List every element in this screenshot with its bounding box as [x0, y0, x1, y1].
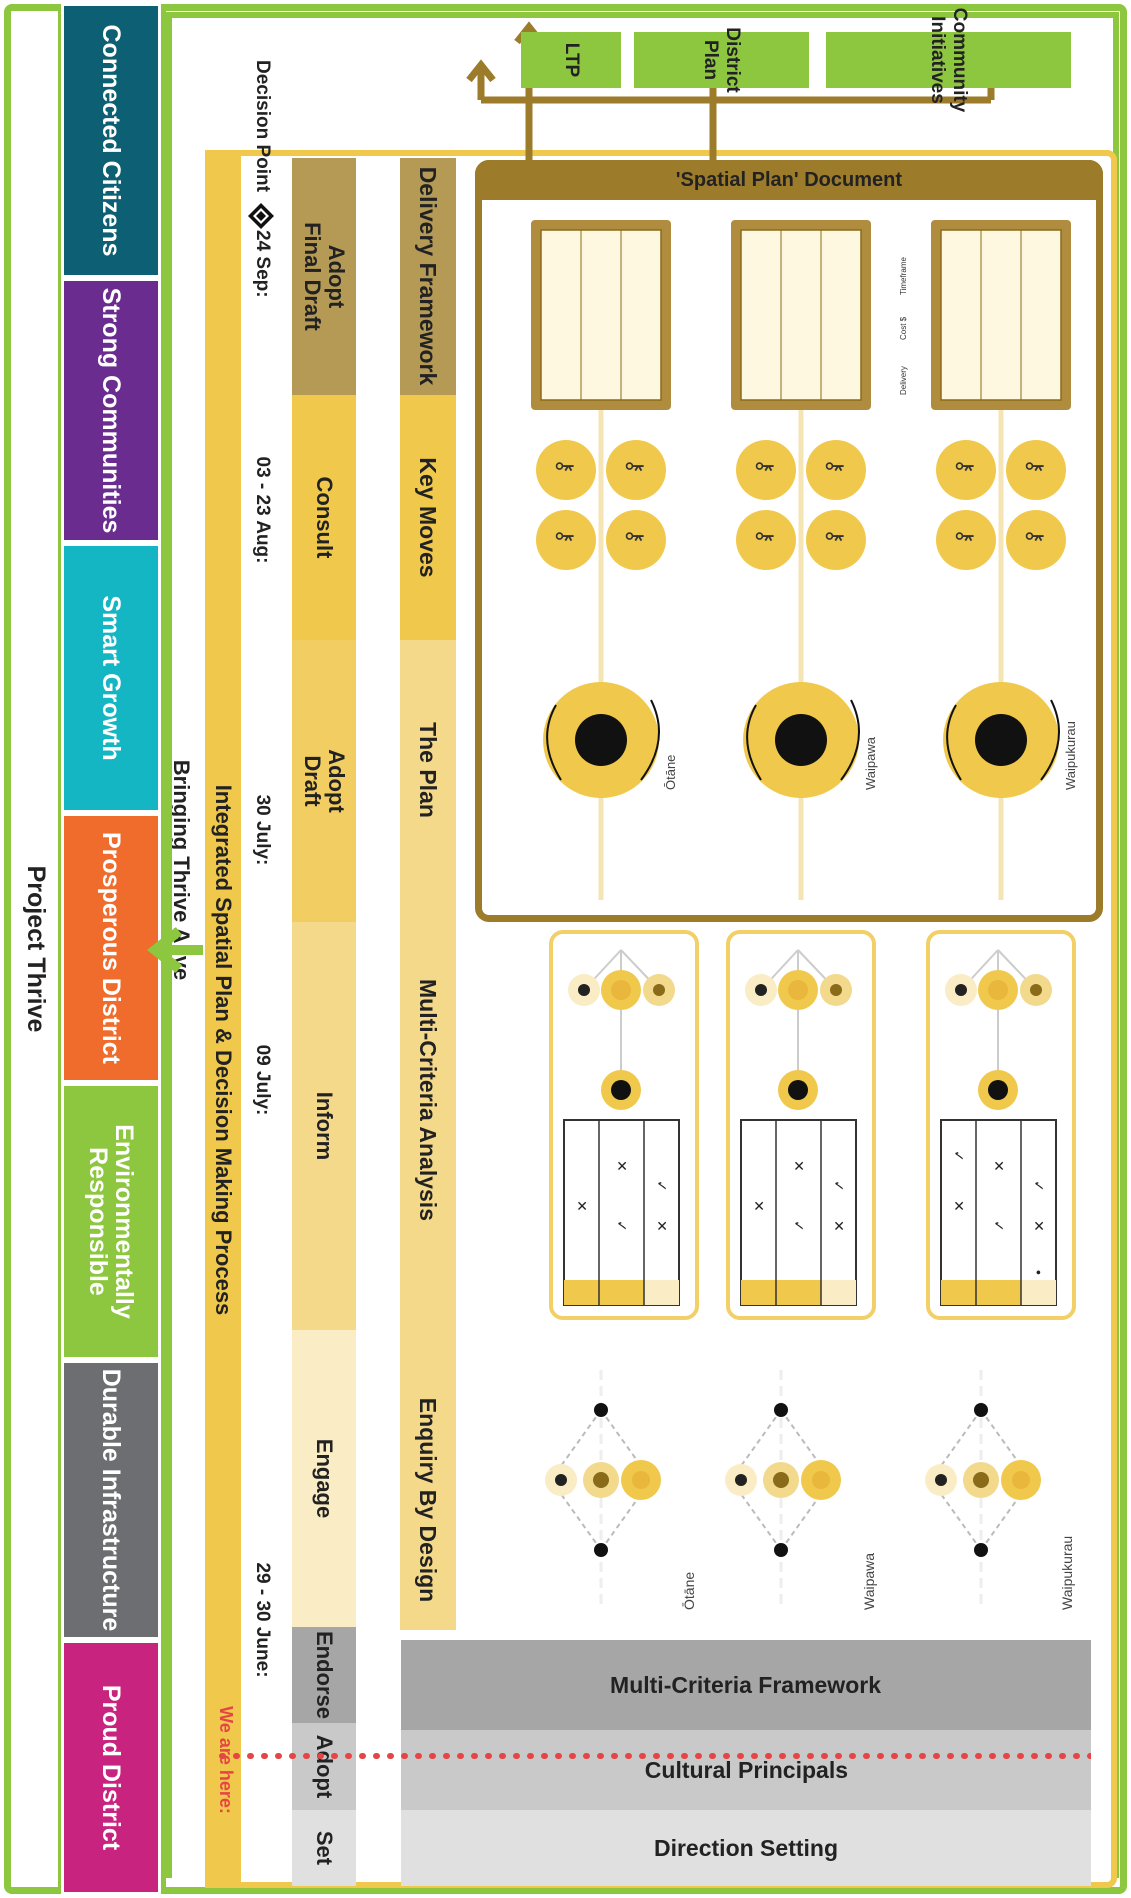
pillar-smart-growth: Smart Growth	[61, 543, 161, 813]
ebd-town-label-otane: Ōtāne	[681, 1571, 697, 1610]
row-label-delivery-framework: Delivery Framework	[415, 166, 442, 386]
svg-text:✓: ✓	[791, 1220, 807, 1232]
date-final: 24 Sep:	[252, 230, 273, 298]
stage-engage: Engage	[292, 1330, 356, 1627]
pillar-durable-infrastructure: Durable Infrastructure	[61, 1360, 161, 1640]
svg-text:⚷: ⚷	[1023, 458, 1048, 474]
delivery-header-timeframe: Timeframe	[899, 257, 908, 295]
row-label-key-moves: Key Moves	[415, 457, 442, 578]
plan-diagrams: ⚷ ⚷ ⚷ ⚷ ⚷ ⚷ ⚷ ⚷	[531, 220, 1071, 900]
multi-criteria-framework-label: Multi-Criteria Framework	[610, 1671, 882, 1698]
svg-text:•: •	[1031, 1270, 1047, 1275]
stage-inform: Inform	[292, 922, 356, 1330]
svg-text:⚷: ⚷	[823, 458, 848, 474]
svg-text:⚷: ⚷	[953, 458, 978, 474]
ebd-town-label-waipawa: Waipawa	[861, 1552, 877, 1610]
svg-text:⚷: ⚷	[953, 528, 978, 544]
svg-text:⚷: ⚷	[623, 458, 648, 474]
ebd-town-label-waipukurau: Waipukurau	[1059, 1535, 1075, 1610]
svg-text:✓: ✓	[1031, 1180, 1047, 1192]
ebd-row-waipawa	[725, 1370, 841, 1610]
plan-town-label-otane: Ōtāne	[663, 754, 678, 790]
decision-point-icon	[248, 203, 274, 229]
stage-consult: Consult	[292, 395, 356, 640]
svg-text:✕: ✕	[751, 1200, 767, 1212]
date-consult: 03 - 23 Aug:	[252, 456, 273, 564]
date-engage: 29 - 30 June:	[252, 1562, 273, 1678]
plan-town-label-waipukurau: Waipukurau	[1063, 721, 1078, 790]
plan-town-label-waipawa: Waipawa	[863, 737, 878, 790]
svg-text:⚷: ⚷	[553, 528, 578, 544]
date-adopt-draft: 30 July:	[252, 794, 273, 866]
stage-endorse: Endorse	[292, 1627, 356, 1723]
row-label-enquiry-by-design: Enquiry By Design	[415, 1397, 442, 1603]
svg-text:⚷: ⚷	[823, 528, 848, 544]
multi-criteria-framework-bar: Multi-Criteria Framework	[401, 1640, 1091, 1730]
ebd-rows	[461, 1330, 1091, 1630]
plan-row-waipawa: ⚷ ⚷ ⚷ ⚷	[731, 220, 871, 900]
svg-text:✓: ✓	[831, 1180, 847, 1192]
svg-text:✕: ✕	[791, 1160, 807, 1172]
pillar-environmentally-responsible: Environmentally Responsible	[61, 1083, 161, 1360]
mca-row-2: ✕ ✓ ✓ ✕ ✕	[740, 949, 857, 1306]
project-title: Project Thrive	[22, 865, 51, 1033]
svg-text:✓: ✓	[654, 1180, 670, 1192]
delivery-header-delivery: Delivery	[899, 366, 908, 395]
pillar-strong-communities: Strong Communities	[61, 278, 161, 543]
direction-setting-label: Direction Setting	[654, 1834, 839, 1861]
delivery-header-cost: Cost $	[899, 316, 908, 340]
svg-text:✕: ✕	[991, 1160, 1007, 1172]
mca-diagrams: • ✕ ✓ ✓ ✕ ✕ ✓ ✕ ✓ ✓ ✕ ✕	[563, 949, 1057, 1306]
pillar-connected-citizens: Connected Citizens	[61, 3, 161, 278]
cultural-principals-bar: Cultural Principals	[401, 1730, 1091, 1810]
svg-text:⚷: ⚷	[753, 528, 778, 544]
date-inform: 09 July:	[252, 1044, 273, 1116]
svg-text:✓: ✓	[951, 1150, 967, 1162]
we-are-here-line	[211, 1753, 1091, 1759]
spatial-plan-header: 'Spatial Plan' Document	[475, 160, 1103, 200]
stage-adopt-draft: Adopt Draft	[292, 640, 356, 922]
svg-text:✕: ✕	[951, 1200, 967, 1212]
svg-text:⚷: ⚷	[623, 528, 648, 544]
stage-adopt: Adopt	[292, 1723, 356, 1810]
direction-setting-bar: Direction Setting	[401, 1810, 1091, 1886]
stage-set: Set	[292, 1810, 356, 1886]
spatial-plan-title: 'Spatial Plan' Document	[675, 168, 903, 191]
svg-text:⚷: ⚷	[553, 458, 578, 474]
ebd-row-waipukurau	[925, 1370, 1041, 1610]
arrow-to-process-icon	[146, 927, 203, 973]
svg-text:✕: ✕	[574, 1200, 590, 1212]
plan-row-waipukurau: ⚷ ⚷ ⚷ ⚷	[931, 220, 1071, 900]
mca-row-3: ✕ ✓ ✓ ✕ ✕	[563, 949, 680, 1306]
svg-text:✕: ✕	[654, 1220, 670, 1232]
mca-row-1: • ✕ ✓ ✓ ✕ ✕ ✓	[940, 949, 1057, 1306]
row-label-the-plan: The Plan	[415, 722, 442, 818]
svg-text:✓: ✓	[991, 1220, 1007, 1232]
output-community-initiatives: Community Initiatives	[826, 8, 1071, 112]
svg-text:✕: ✕	[831, 1220, 847, 1232]
svg-text:⚷: ⚷	[1023, 528, 1048, 544]
ebd-row-otane	[545, 1370, 661, 1610]
plan-row-otane: ⚷ ⚷ ⚷ ⚷	[531, 220, 671, 900]
svg-text:✕: ✕	[614, 1160, 630, 1172]
we-are-here-label: We are here:	[216, 1706, 236, 1814]
output-ltp: LTP	[521, 32, 621, 88]
stage-adopt-final: Adopt Final Draft	[292, 158, 356, 395]
pillar-proud-district: Proud District	[61, 1640, 161, 1895]
process-title: Integrated Spatial Plan & Decision Makin…	[211, 784, 236, 1316]
svg-text:✓: ✓	[614, 1220, 630, 1232]
row-label-multi-criteria-analysis: Multi-Criteria Analysis	[415, 979, 442, 1221]
output-district-plan: District Plan	[634, 27, 809, 93]
svg-text:✕: ✕	[1031, 1220, 1047, 1232]
svg-text:⚷: ⚷	[753, 458, 778, 474]
